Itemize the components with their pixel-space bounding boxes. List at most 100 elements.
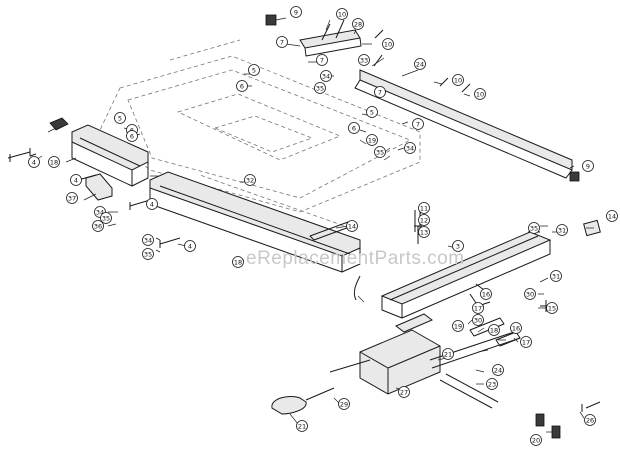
callout-circle bbox=[348, 122, 360, 134]
callout-circle bbox=[320, 70, 332, 82]
callout-number: 4 bbox=[74, 176, 78, 184]
callout-circle bbox=[48, 156, 60, 168]
callout-20: 20 bbox=[530, 434, 542, 446]
callout-7: 7 bbox=[276, 36, 288, 48]
callout-4: 4 bbox=[70, 174, 82, 186]
callout-5: 5 bbox=[248, 64, 260, 76]
callout-number: 21 bbox=[298, 422, 306, 430]
callout-24: 24 bbox=[414, 58, 426, 70]
callout-number: 19 bbox=[454, 322, 462, 330]
callout-number: 6 bbox=[130, 132, 134, 140]
callout-circle bbox=[92, 220, 104, 232]
callout-34: 34 bbox=[404, 142, 416, 154]
callout-27: 27 bbox=[398, 386, 410, 398]
callout-circle bbox=[528, 222, 540, 234]
callout-number: 13 bbox=[420, 228, 428, 236]
callout-15: 15 bbox=[546, 302, 558, 314]
callout-number: 20 bbox=[532, 436, 540, 444]
callout-number: 5 bbox=[118, 114, 122, 122]
callout-circle bbox=[418, 202, 430, 214]
callout-circle bbox=[474, 88, 486, 100]
callout-4: 4 bbox=[146, 198, 158, 210]
callout-circle bbox=[382, 38, 394, 50]
callout-number: 34 bbox=[322, 72, 330, 80]
callout-number: 31 bbox=[552, 272, 560, 280]
callout-circle bbox=[66, 192, 78, 204]
callout-10: 10 bbox=[382, 38, 394, 50]
callout-circle bbox=[418, 214, 430, 226]
callout-17: 17 bbox=[472, 302, 484, 314]
callout-number: 33 bbox=[360, 56, 368, 64]
callout-number: 18 bbox=[234, 258, 242, 266]
callout-circle bbox=[452, 240, 464, 252]
callout-number: 18 bbox=[490, 326, 498, 334]
handle-21 bbox=[271, 359, 371, 415]
callout-circle bbox=[184, 240, 196, 252]
callout-5: 5 bbox=[114, 112, 126, 124]
callout-7: 7 bbox=[374, 86, 386, 98]
callout-18: 18 bbox=[48, 156, 60, 168]
callout-circle bbox=[100, 212, 112, 224]
callout-circle bbox=[510, 322, 522, 334]
callout-30: 30 bbox=[524, 288, 536, 300]
callout-circle bbox=[296, 420, 308, 432]
callout-circle bbox=[142, 248, 154, 260]
callout-number: 11 bbox=[420, 204, 428, 212]
callout-number: 35 bbox=[102, 214, 110, 222]
callout-circle bbox=[232, 256, 244, 268]
rear-tube-assembly bbox=[265, 14, 580, 182]
callout-7: 7 bbox=[316, 54, 328, 66]
callout-circle bbox=[290, 6, 302, 18]
callout-37: 37 bbox=[66, 192, 78, 204]
left-rail-18 bbox=[49, 117, 149, 187]
callout-circle bbox=[414, 58, 426, 70]
callout-number: 35 bbox=[316, 84, 324, 92]
callout-number: 23 bbox=[488, 380, 496, 388]
callout-14: 14 bbox=[346, 220, 358, 232]
callout-23: 23 bbox=[486, 378, 498, 390]
callout-circle bbox=[316, 54, 328, 66]
callout-number: 18 bbox=[50, 158, 58, 166]
callout-number: 31 bbox=[558, 226, 566, 234]
callout-34: 34 bbox=[142, 234, 154, 246]
callout-circle bbox=[524, 288, 536, 300]
callout-circle bbox=[530, 434, 542, 446]
callout-10: 10 bbox=[336, 8, 348, 20]
callout-number: 21 bbox=[444, 350, 452, 358]
callout-circle bbox=[442, 348, 454, 360]
callout-circle bbox=[276, 36, 288, 48]
callout-number: 30 bbox=[526, 290, 534, 298]
callout-number: 14 bbox=[608, 212, 616, 220]
callout-circle bbox=[472, 302, 484, 314]
callout-19: 19 bbox=[452, 320, 464, 332]
callout-number: 5 bbox=[370, 108, 374, 116]
callout-number: 37 bbox=[68, 194, 76, 202]
callout-number: 4 bbox=[32, 158, 36, 166]
callout-number: 9 bbox=[294, 8, 298, 16]
callout-26: 26 bbox=[584, 414, 596, 426]
callout-6: 6 bbox=[348, 122, 360, 134]
callout-bubbles: 9102871073324101056343575763534919564184… bbox=[28, 6, 618, 446]
callout-number: 6 bbox=[352, 124, 356, 132]
callout-number: 10 bbox=[384, 40, 392, 48]
callout-5: 5 bbox=[366, 106, 378, 118]
callout-32: 32 bbox=[244, 174, 256, 186]
callout-circle bbox=[486, 378, 498, 390]
callout-circle bbox=[582, 160, 594, 172]
callout-35: 35 bbox=[142, 248, 154, 260]
callout-number: 10 bbox=[476, 90, 484, 98]
callout-circle bbox=[412, 118, 424, 130]
callout-number: 24 bbox=[494, 366, 502, 374]
callout-number: 35 bbox=[144, 250, 152, 258]
callout-circle bbox=[488, 324, 500, 336]
callout-number: 34 bbox=[406, 144, 414, 152]
callout-18: 18 bbox=[488, 324, 500, 336]
callout-4: 4 bbox=[28, 156, 40, 168]
callout-number: 9 bbox=[586, 162, 590, 170]
callout-circle bbox=[584, 414, 596, 426]
callout-3: 3 bbox=[452, 240, 464, 252]
callout-number: 4 bbox=[188, 242, 192, 250]
callout-10: 10 bbox=[452, 74, 464, 86]
callout-number: 7 bbox=[320, 56, 324, 64]
